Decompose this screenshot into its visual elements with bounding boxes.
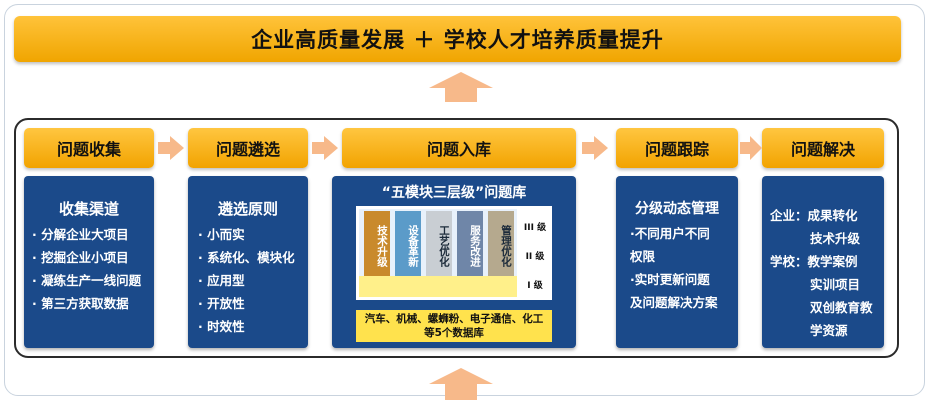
step-header-select: 问题遴选 bbox=[188, 128, 308, 168]
goal-banner: 企业高质量发展 ＋ 学校人才培养质量提升 bbox=[14, 16, 901, 62]
module-tech-upgrade: 技术升级 bbox=[364, 211, 390, 276]
list-item: 实训项目 bbox=[810, 277, 861, 292]
list-item: · 挖掘企业小项目 bbox=[32, 250, 129, 265]
panel-collect-channels: 收集渠道 · 分解企业大项目 · 挖掘企业小项目 · 凝练生产一线问题 · 第三… bbox=[24, 176, 154, 348]
list-item: · 开放性 bbox=[198, 296, 245, 311]
list-item: 双创教育教 bbox=[810, 300, 873, 315]
goal-banner-text: 企业高质量发展 ＋ 学校人才培养质量提升 bbox=[251, 28, 664, 52]
level-3-label: III 级 bbox=[520, 220, 550, 233]
panel-tracking: 分级动态管理 ·不同用户不同 权限 ·实时更新问题 及问题解决方案 bbox=[616, 176, 738, 348]
module-management: 管理优化 bbox=[488, 211, 514, 276]
step-header-label: 问题收集 bbox=[56, 140, 121, 159]
step-header-store: 问题入库 bbox=[342, 128, 576, 168]
right-arrow-icon bbox=[312, 136, 338, 160]
list-item: · 凝练生产一线问题 bbox=[32, 273, 142, 288]
panel-solution: 企业：成果转化 技术升级 学校：教学案例 实训项目 双创教育教 学资源 bbox=[762, 176, 884, 348]
list-item: 企业：成果转化 bbox=[770, 208, 858, 223]
database-footer-line: 等5个数据库 bbox=[424, 327, 484, 339]
matrix-bottom-band bbox=[359, 276, 517, 297]
step-header-label: 问题入库 bbox=[426, 140, 491, 159]
level-1-label: I 级 bbox=[520, 278, 550, 291]
step-header-label: 问题跟踪 bbox=[644, 140, 709, 159]
list-item: ·实时更新问题 bbox=[630, 272, 710, 287]
panel-title: 分级动态管理 bbox=[635, 201, 719, 217]
up-arrow-icon bbox=[429, 72, 493, 102]
list-item: · 小而实 bbox=[198, 227, 245, 242]
list-item: 技术升级 bbox=[810, 231, 861, 246]
panel-select-principles: 遴选原则 · 小而实 · 系统化、模块化 · 应用型 · 开放性 · 时效性 bbox=[188, 176, 308, 348]
list-item: 及问题解决方案 bbox=[630, 295, 718, 310]
list-item: 权限 bbox=[630, 249, 656, 264]
list-item: · 系统化、模块化 bbox=[198, 250, 295, 265]
list-item: · 分解企业大项目 bbox=[32, 227, 129, 242]
database-footer-line: 汽车、机械、螺蛳粉、电子通信、化工 bbox=[364, 313, 544, 325]
list-item: 学资源 bbox=[810, 323, 848, 338]
step-header-collect: 问题收集 bbox=[24, 128, 154, 168]
right-arrow-icon bbox=[158, 136, 184, 160]
panel-title: 收集渠道 bbox=[58, 200, 119, 218]
library-matrix: 技术升级 设备革新 工艺优化 服务改进 管理优化 III 级 II 级 I 级 bbox=[356, 206, 552, 300]
level-2-label: II 级 bbox=[520, 249, 550, 262]
right-arrow-icon bbox=[582, 136, 608, 160]
list-item: · 第三方获取数据 bbox=[32, 296, 129, 311]
panel-title: “五模块三层级”问题库 bbox=[381, 185, 527, 201]
right-arrow-icon bbox=[740, 136, 762, 160]
list-item: ·不同用户不同 bbox=[630, 226, 710, 241]
list-item: · 时效性 bbox=[198, 319, 245, 334]
module-process: 工艺优化 bbox=[426, 211, 452, 276]
up-arrow-bottom-icon bbox=[429, 368, 493, 400]
step-header-track: 问题跟踪 bbox=[616, 128, 738, 168]
list-item: · 应用型 bbox=[198, 273, 245, 288]
database-footer: 汽车、机械、螺蛳粉、电子通信、化工 等5个数据库 bbox=[356, 310, 552, 342]
step-header-solve: 问题解决 bbox=[762, 128, 884, 168]
panel-title: 遴选原则 bbox=[217, 200, 278, 218]
step-header-label: 问题遴选 bbox=[215, 140, 280, 159]
panel-problem-library: “五模块三层级”问题库 技术升级 设备革新 工艺优化 服务改进 管理优化 III… bbox=[332, 176, 576, 348]
list-item: 学校：教学案例 bbox=[770, 254, 858, 269]
step-header-label: 问题解决 bbox=[790, 140, 855, 159]
module-equipment: 设备革新 bbox=[395, 211, 421, 276]
module-service: 服务改进 bbox=[457, 211, 483, 276]
